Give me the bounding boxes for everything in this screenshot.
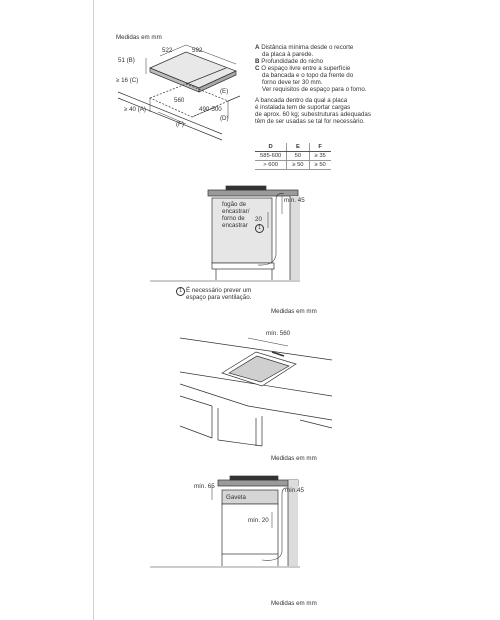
table-cell: ≥ 50 — [286, 160, 310, 170]
dim-line-560 — [247, 337, 289, 347]
hob-side-edge — [198, 70, 237, 93]
dim-label-560: 560 — [174, 97, 185, 104]
wall-4 — [288, 480, 298, 566]
units-label-3: Medidas em mm — [271, 455, 317, 462]
worktop-front-edge — [179, 383, 249, 407]
dim-label-min-20: mín. 20 — [248, 517, 269, 524]
dim-label-490-500: 490-500 — [199, 106, 222, 113]
dimension-table-header: D E F — [255, 143, 331, 152]
note-c-text: O espaço livre entre a superfície — [261, 65, 351, 72]
note-a-text: Distância mínima desde o recorte — [261, 44, 354, 51]
note-a-key: A — [255, 44, 260, 51]
worktop-right-edge — [227, 95, 241, 102]
ventilation-marker-icon: 1 — [255, 224, 264, 233]
ventilation-curve-4 — [281, 487, 289, 495]
dim-label-522: 522 — [162, 47, 173, 54]
worktop-edge-front — [117, 91, 223, 135]
wall — [290, 196, 300, 280]
oven-label-1: fogão de — [222, 201, 247, 208]
dim-label-e: (E) — [220, 88, 229, 95]
floor-right — [299, 419, 333, 429]
ventilation-curve-bottom — [257, 254, 277, 266]
note-p3: de aprox. 60 kg; subestruturas adequadas — [255, 111, 371, 118]
table-header-d: D — [255, 143, 287, 152]
cabinet-plinth-top — [211, 262, 275, 270]
worktop-thickness-left — [179, 395, 213, 407]
table-row: > 600 ≥ 50 ≥ 50 — [255, 160, 331, 170]
oven-label-3: forno de — [222, 215, 245, 222]
drawer-label: Gaveta — [226, 494, 246, 501]
units-label-top: Medidas em mm — [116, 34, 162, 41]
ventilation-curve-bottom-4 — [261, 551, 283, 561]
dim-label-min-560: mín. 560 — [266, 330, 291, 337]
worktop-edge-lower — [117, 97, 223, 141]
note-c-key: C — [255, 65, 260, 72]
note-a-text-2: da placa à parede. — [262, 51, 314, 58]
cabinet-body-4 — [221, 503, 279, 555]
units-label-2: Medidas em mm — [271, 308, 317, 315]
table-header-e: E — [286, 143, 310, 152]
page-margin-line — [93, 0, 94, 620]
dim-label-d: (D) — [220, 115, 229, 122]
note-p1: A bancada dentro da qual a placa — [255, 97, 348, 104]
dim-label-f: (F) — [176, 121, 184, 128]
dim-label-51-b: 51 (B) — [118, 57, 135, 64]
table-cell: ≥ 35 — [308, 151, 331, 161]
dim-label-592: 592 — [192, 47, 203, 54]
note-marker-icon: 1 — [176, 287, 185, 296]
ventilation-note-1: É necessário prever um — [186, 287, 252, 294]
worktop-front-right — [247, 405, 333, 421]
note-p4: têm de ser usadas se tal for necessário. — [255, 118, 365, 125]
floor-left — [179, 425, 213, 439]
dim-line-490 — [191, 105, 219, 118]
dim-label-min-45-4: mín.45 — [285, 487, 304, 494]
ventilation-curve — [275, 193, 285, 201]
oven-label-4: encastrar — [222, 222, 248, 229]
note-b-key: B — [255, 58, 260, 65]
worktop-back-edge — [185, 67, 227, 85]
dimension-table: D E F 585-600 50 ≥ 35 > 600 ≥ 50 ≥ 50 — [255, 143, 331, 170]
note-c-text-2: da bancada e o topo da frente do — [262, 72, 354, 79]
oven-label-2: encastrar/ — [222, 208, 250, 215]
note-c-text-3: forno deve ter 30 mm. — [262, 79, 323, 86]
table-cell: > 600 — [255, 160, 287, 170]
note-p2: é instalada tem de suportar cargas — [255, 104, 351, 111]
table-cell: ≥ 50 — [308, 160, 331, 170]
cabinet-bottom — [217, 439, 263, 447]
note-c-text-4: Ver requisitos de espaço para o forno. — [262, 86, 367, 93]
dim-label-20: 20 — [255, 216, 262, 223]
table-header-f: F — [308, 143, 331, 152]
dim-label-16-c: ≥ 16 (C) — [116, 77, 139, 84]
ventilation-note-2: espaço para ventilação. — [186, 294, 252, 301]
dim-line-f — [157, 111, 187, 125]
table-row: 585-600 50 ≥ 35 — [255, 151, 331, 161]
worktop-section-4 — [217, 479, 299, 487]
dim-line-522 — [159, 44, 187, 57]
dim-label-40-a: ≥ 40 (A) — [124, 106, 146, 113]
note-a: A Distância mínima desde o recorte — [255, 44, 353, 51]
table-cell: 50 — [286, 151, 310, 161]
note-c: C O espaço livre entre a superfície — [255, 65, 350, 72]
dimension-arrow — [271, 351, 285, 357]
table-cell: 585-600 — [255, 151, 287, 161]
note-b: B Profundidade do nicho — [255, 58, 323, 65]
hob-section-4 — [229, 475, 279, 481]
cutout-outline — [149, 83, 229, 118]
back-wall-top — [179, 337, 333, 361]
units-label-4: Medidas em mm — [271, 600, 317, 607]
note-b-text: Profundidade do nicho — [261, 58, 324, 65]
dim-label-min-65: mín. 65 — [194, 483, 215, 490]
dim-label-min-45: mín. 45 — [284, 197, 305, 204]
cutout-opening — [228, 355, 290, 383]
dim-line-592 — [185, 44, 237, 65]
hob-section — [225, 185, 267, 191]
